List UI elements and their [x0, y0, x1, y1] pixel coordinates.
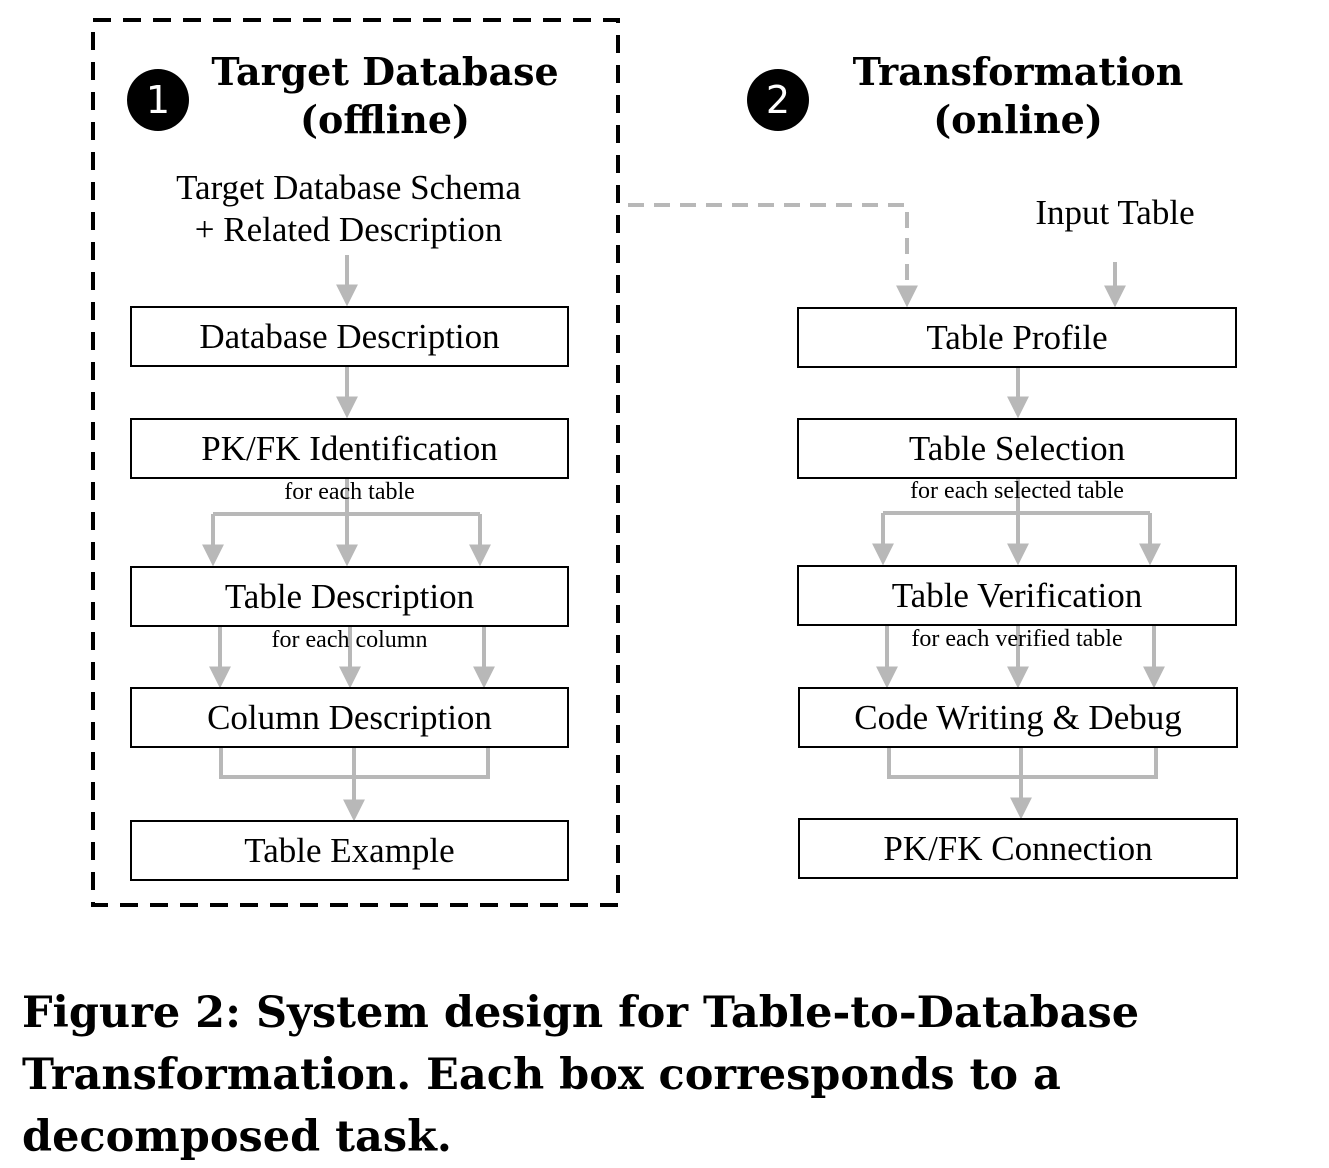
- for-each-selected-table-label: for each selected table: [910, 478, 1124, 504]
- step-1-badge: 1: [127, 69, 189, 131]
- offline-input-line1: Target Database Schema: [176, 168, 521, 207]
- for-each-verified-table-label: for each verified table: [911, 626, 1123, 652]
- table-verification-box: Table Verification: [797, 565, 1237, 626]
- dashed-link-offline-to-online: [628, 203, 918, 308]
- connectors-layer: [91, 18, 1165, 907]
- online-title-line1: Transformation: [852, 49, 1184, 94]
- offline-input-line2: + Related Description: [194, 210, 503, 249]
- table-selection-box: Table Selection: [797, 418, 1237, 479]
- for-each-column-label: for each column: [271, 627, 428, 653]
- table-profile-box: Table Profile: [797, 307, 1237, 368]
- code-writing-debug-box: Code Writing & Debug: [798, 687, 1238, 748]
- step-2-number: 2: [765, 78, 791, 122]
- table-example-box: Table Example: [130, 820, 569, 881]
- database-description-box: Database Description: [130, 306, 569, 367]
- for-each-table-label: for each table: [284, 479, 415, 505]
- offline-title-line1: Target Database: [211, 49, 559, 94]
- offline-title: Target Database (offline): [210, 48, 560, 144]
- pkfk-identification-box: PK/FK Identification: [130, 418, 569, 479]
- column-description-box: Column Description: [130, 687, 569, 748]
- online-title: Transformation (online): [840, 48, 1196, 144]
- input-table-label: Input Table: [1035, 193, 1195, 232]
- pkfk-connection-box: PK/FK Connection: [798, 818, 1238, 879]
- figure-caption: Figure 2: System design for Table-to-Dat…: [22, 988, 1140, 1162]
- diagram-canvas: 1 Target Database (offline) Target Datab…: [22, 18, 1238, 1162]
- step-1-number: 1: [145, 78, 171, 122]
- online-title-line2: (online): [933, 97, 1103, 142]
- offline-title-line2: (offline): [300, 97, 470, 142]
- offline-dashed-frame: [91, 18, 620, 907]
- step-2-badge: 2: [747, 69, 809, 131]
- table-description-box: Table Description: [130, 566, 569, 627]
- offline-input-label: Target Database Schema + Related Descrip…: [130, 167, 567, 251]
